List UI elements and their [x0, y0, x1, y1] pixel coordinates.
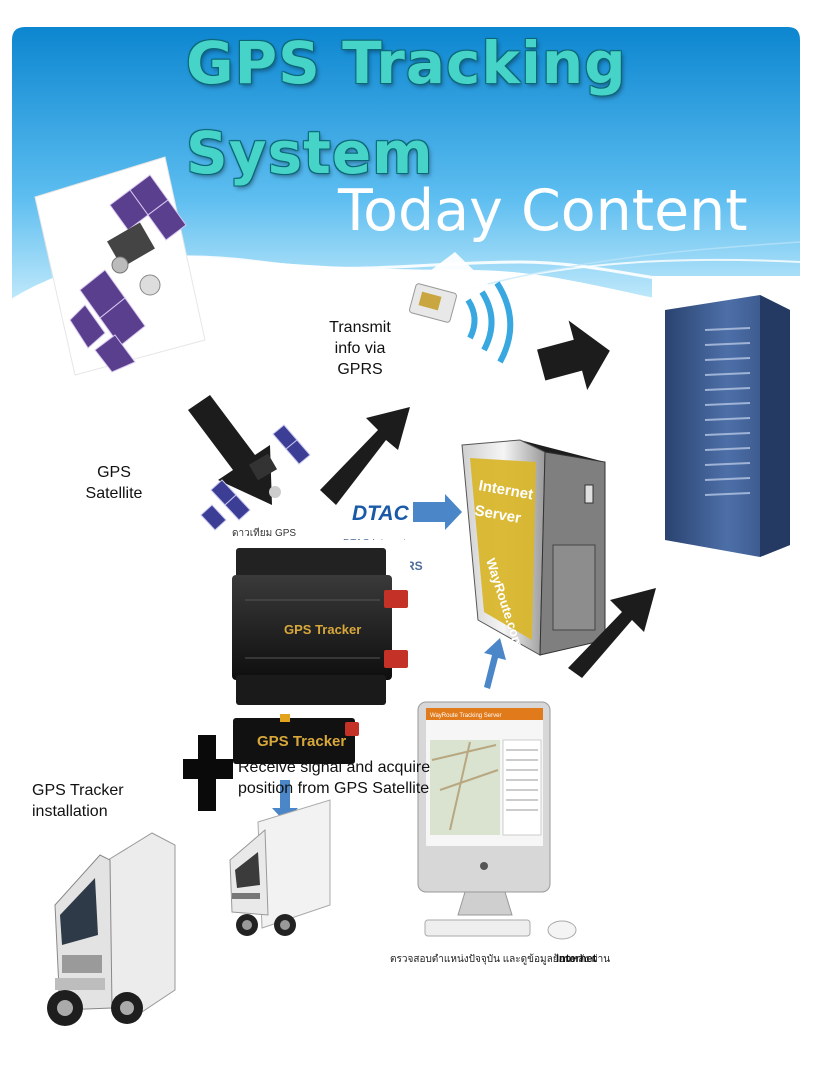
arrow-to-server [537, 320, 610, 390]
monitor-caption-en: Internet [556, 953, 597, 965]
sim-wireless-image [398, 252, 545, 380]
truck-image-small [229, 799, 331, 936]
arrow-server-to-datacenter [568, 588, 656, 678]
gps-satellite-label: GPS Satellite [72, 462, 156, 504]
plus-icon [183, 735, 233, 811]
installation-label-line2: installation [32, 803, 108, 820]
arrow-monitor-to-server [484, 638, 506, 689]
tracker-label-small: GPS Tracker [257, 733, 346, 750]
gps-tracker-device-large: GPS Tracker [232, 540, 410, 718]
arrow-satellite-to-tracker [188, 395, 272, 505]
transmit-label-line1: Transmit [329, 319, 391, 336]
page-subtitle: Today Content [338, 178, 748, 244]
gps-satellite-label-line2: Satellite [85, 485, 143, 502]
transmit-label-line3: GPRS [337, 361, 383, 378]
truck-image-large [47, 832, 176, 1026]
monitor-caption-th: ตรวจสอบตำแหน่งปัจจุบัน และดูข้อมูลย้อนหล… [390, 953, 610, 965]
installation-label: GPS Tracker installation [32, 780, 162, 822]
tracker-label-large: GPS Tracker [284, 622, 361, 637]
satellite-caption: ดาวเทียม GPS [232, 527, 296, 539]
receive-signal-label-line1: Receive signal and acquire [238, 759, 431, 776]
monitor-image: WayRoute Tracking Server ตรวจสอบตำแหน่งป… [390, 701, 610, 965]
gps-tracker-device-small: GPS Tracker [233, 714, 359, 764]
gps-satellite-label-line1: GPS [97, 464, 131, 481]
gprs-fragment: RS [406, 559, 423, 573]
arrow-transmit-gprs [320, 407, 410, 505]
arrow-dtac-to-server [413, 494, 462, 530]
transmit-label-line2: info via [334, 340, 386, 357]
satellite-image-small: ดาวเทียม GPS [200, 424, 311, 539]
page-title-line1: GPS Tracking [186, 29, 627, 97]
transmit-label: Transmit info via GPRS [318, 317, 402, 380]
receive-signal-label-line2: position from GPS Satellite [238, 780, 430, 797]
monitor-header: WayRoute Tracking Server [430, 713, 501, 719]
installation-label-line1: GPS Tracker [32, 782, 124, 799]
satellite-image-large [34, 156, 206, 376]
dtac-logo-text: DTAC [352, 502, 410, 525]
receive-signal-label: Receive signal and acquire position from… [238, 757, 478, 799]
internet-server-image: Internet Server WayRoute.com [461, 439, 606, 656]
page-title-line2: System [186, 119, 434, 187]
server-tower-image [652, 276, 805, 581]
